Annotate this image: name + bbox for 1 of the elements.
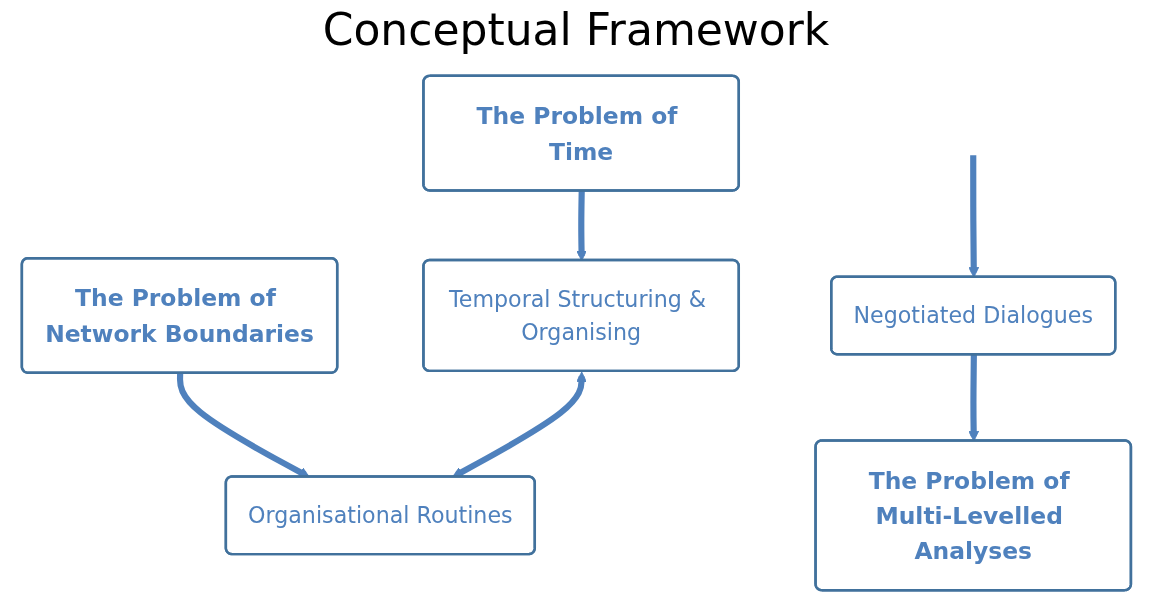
diagram-title: Conceptual Framework (321, 4, 831, 55)
